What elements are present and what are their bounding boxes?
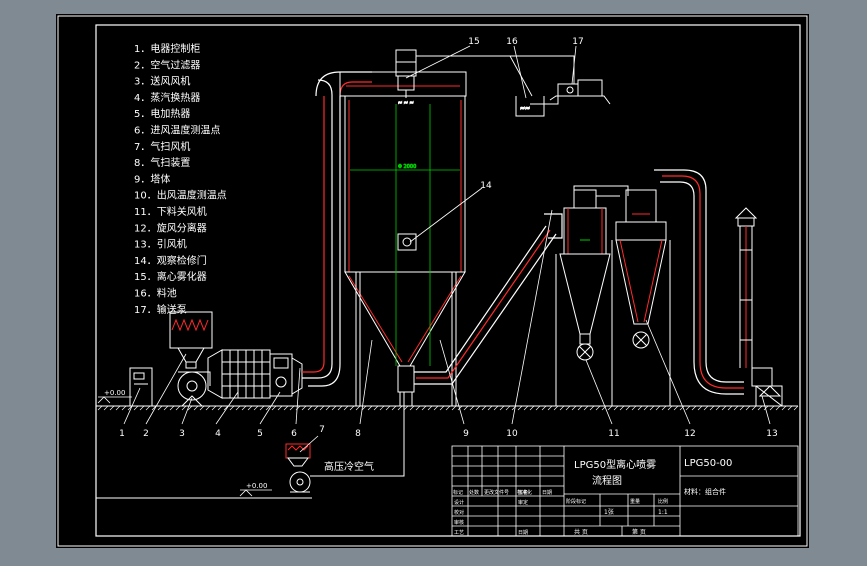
- inner-frame: [95, 24, 801, 537]
- drawing-title-line1: LPG50型离心喷雾: [574, 458, 656, 471]
- legend-item: 1．电器控制柜: [134, 42, 200, 55]
- sheet-count: 1张: [604, 508, 614, 516]
- drawing-number: LPG50-00: [684, 458, 732, 469]
- tb-approve-0: 审定: [518, 499, 528, 506]
- legend-item: 12．旋风分离器: [134, 221, 207, 234]
- centrifugal-atomizer: ≈ ≈ ≈: [395, 49, 417, 107]
- tb-mid-4: 比例: [658, 498, 668, 505]
- callout-number: 17: [572, 37, 583, 47]
- svg-text:≈≈: ≈≈: [520, 105, 530, 112]
- scale-value: 1:1: [658, 509, 668, 516]
- drawing-title-line2: 流程图: [592, 474, 622, 487]
- tb-left-3: 工艺: [454, 530, 464, 536]
- inspection-door: [397, 233, 417, 251]
- level-mark-lower: +0.00: [239, 482, 272, 497]
- tb-header-1: 处数: [469, 489, 479, 496]
- callout-number: 10: [506, 429, 518, 439]
- level-mark-lower-text: +0.00: [246, 482, 267, 490]
- callout-number: 15: [468, 37, 479, 47]
- induced-draft-fan: [751, 367, 783, 407]
- air-filter: [169, 311, 213, 369]
- exhaust-duct: [654, 169, 744, 395]
- tb-left-0: 设计: [454, 499, 464, 506]
- ground-hatch: [97, 405, 799, 411]
- callout-number: 13: [766, 429, 777, 439]
- exhaust-stack: [734, 207, 758, 368]
- legend-item: 11．下料关风机: [134, 205, 207, 218]
- dimension-lines: Φ 2000: [350, 104, 460, 366]
- callout-number: 5: [257, 429, 263, 439]
- supply-fan: [177, 371, 211, 407]
- legend-item: 15．离心雾化器: [134, 270, 207, 283]
- callout-number: 6: [291, 429, 297, 439]
- tb-mid-3: 重量: [630, 498, 640, 505]
- callout-number: 2: [143, 429, 149, 439]
- callout-number: 4: [215, 429, 221, 439]
- callout-number: 16: [506, 37, 518, 47]
- callout-number: 9: [463, 429, 469, 439]
- legend-item: 5．电加热器: [134, 107, 190, 120]
- legend-item: 16．料池: [134, 287, 177, 300]
- callout-number: 7: [319, 425, 325, 435]
- tb-mid-2: 阶段标记: [566, 498, 586, 505]
- drawing-sheet: [56, 14, 809, 548]
- legend-item: 14．观察检修门: [134, 254, 207, 267]
- air-distributor: [339, 71, 467, 97]
- cyclone-link-duct: [573, 185, 629, 197]
- tb-mid-0: 标准化: [517, 489, 532, 496]
- level-mark-upper: +0.00: [97, 389, 132, 404]
- feed-pump: [549, 79, 611, 105]
- callout-number: 11: [608, 429, 619, 439]
- callout-number: 8: [355, 429, 361, 439]
- title-block-text: LPG50型离心喷雾 流程图 LPG50-00 材料：组合件 1:1 1张 共 …: [453, 458, 732, 536]
- sheet-total: 共 页: [574, 528, 588, 536]
- purge-air-line: [310, 392, 405, 477]
- legend-item: 2．空气过滤器: [134, 58, 200, 71]
- legend-item: 4．蒸汽换热器: [134, 91, 200, 104]
- equipment-legend: 1．电器控制柜 2．空气过滤器 3．送风风机 4．蒸汽换热器 5．电加热器 6．进风温度测…: [134, 42, 227, 316]
- tb-header-4: 日期: [542, 490, 552, 496]
- callout-number: 1: [119, 429, 125, 439]
- legend-item: 13．引风机: [134, 238, 187, 251]
- cyclone-separator-2: [611, 189, 671, 406]
- legend-item: 9．塔体: [134, 172, 170, 185]
- svg-text:≈ ≈ ≈: ≈ ≈ ≈: [398, 100, 414, 106]
- legend-item: 3．送风风机: [134, 75, 190, 88]
- tb-approve-1: 日期: [518, 530, 528, 536]
- tb-header-2: 更改文件号: [484, 489, 509, 496]
- feed-tank: ≈≈: [515, 96, 559, 117]
- legend-item: 17．输送泵: [134, 303, 187, 316]
- legend-item: 8．气扫装置: [134, 156, 190, 169]
- tb-left-2: 审核: [454, 519, 464, 526]
- outer-frame: [57, 15, 808, 547]
- tb-left-1: 校对: [454, 509, 464, 516]
- callout-leaders: [123, 45, 771, 453]
- tb-header-3: 签名: [518, 489, 528, 496]
- legend-item: 10．出风温度测温点: [134, 189, 227, 202]
- legend-item: 6．进风温度测温点: [134, 124, 220, 137]
- title-block: [451, 445, 799, 537]
- callout-number: 12: [684, 429, 695, 439]
- material-label: 材料：组合件: [684, 487, 726, 496]
- electric-heater: [269, 353, 303, 397]
- level-mark-upper-text: +0.00: [104, 389, 125, 397]
- callout-number: 3: [179, 429, 185, 439]
- tb-header-0: 标记: [453, 489, 463, 496]
- svg-text:Φ 2000: Φ 2000: [398, 164, 416, 170]
- callout-number: 14: [480, 181, 492, 191]
- purge-air-label: 高压冷空气: [324, 460, 374, 473]
- steam-heat-exchanger: [207, 349, 271, 399]
- electrical-cabinet: [129, 367, 153, 407]
- sheet-number: 第 页: [632, 528, 646, 536]
- purge-fan: [285, 443, 311, 493]
- outlet-duct: [414, 213, 563, 385]
- legend-item: 7．气扫风机: [134, 140, 190, 153]
